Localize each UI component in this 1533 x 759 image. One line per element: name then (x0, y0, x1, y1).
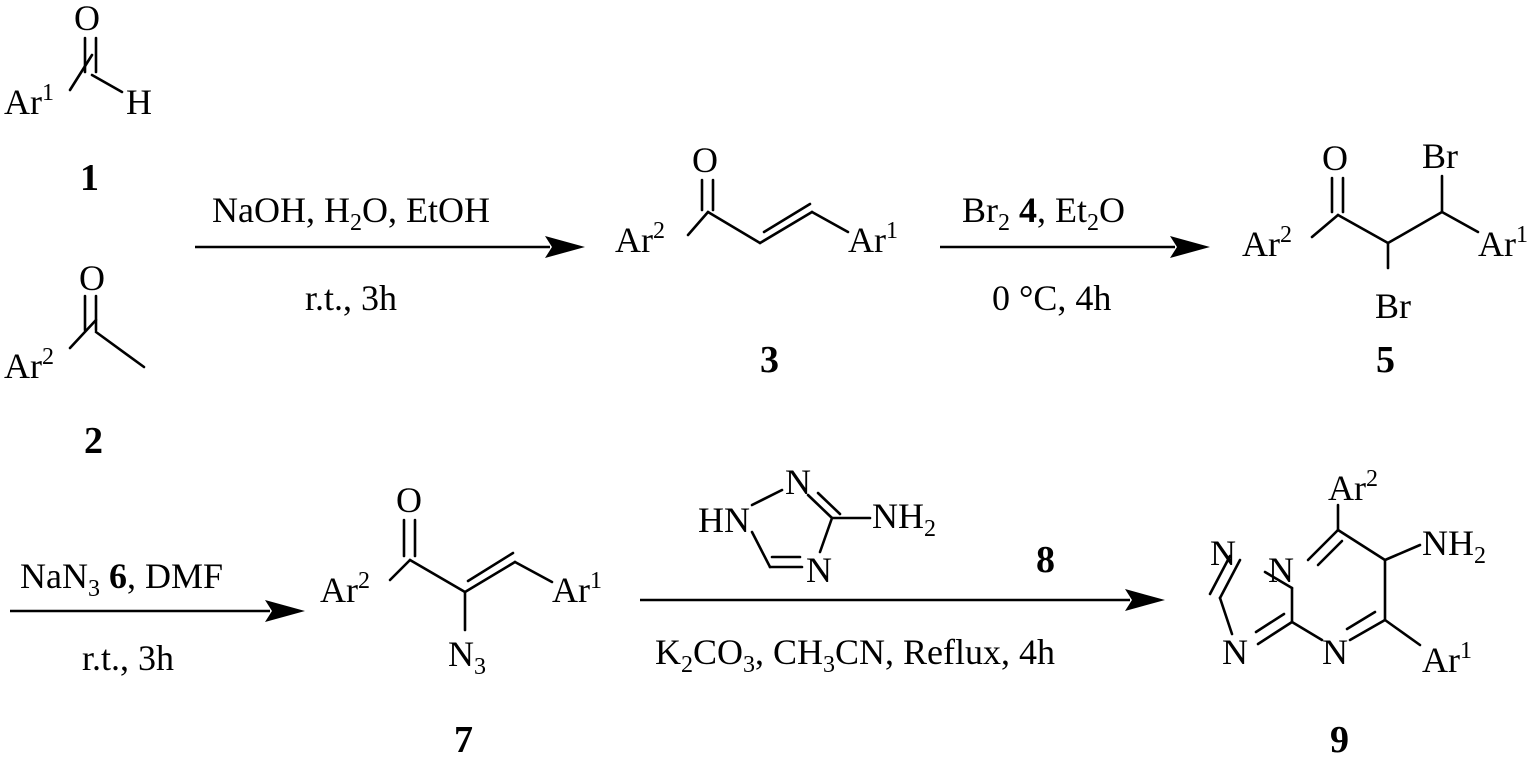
compound-7-aryl-right: Ar1 (552, 568, 602, 610)
compound-7: O Ar2 Ar1 N3 7 (320, 480, 602, 759)
reaction-2-conditions: 0 °C, 4h (992, 278, 1111, 318)
compound-8-number: 8 (1036, 539, 1055, 581)
compound-5-number: 5 (1376, 339, 1395, 381)
compound-7-oxygen: O (396, 480, 422, 520)
compound-2: O Ar2 2 (4, 258, 146, 462)
reaction-2-reagents: Br2 4, Et2O (962, 190, 1125, 236)
compound-9-aryl-right: Ar1 (1422, 638, 1472, 680)
compound-3: O Ar2 Ar1 3 (615, 140, 898, 381)
compound-3-aryl-left: Ar2 (615, 218, 665, 260)
compound-3-number: 3 (760, 339, 779, 381)
reaction-1-conditions: r.t., 3h (305, 278, 397, 318)
compound-8-nitrogen-bottom: N (806, 550, 832, 590)
compound-5-bromine-bottom: Br (1375, 286, 1411, 326)
compound-8-nitrogen-top: N (785, 462, 811, 502)
compound-8-amino: NH2 (872, 496, 936, 542)
reaction-4-conditions: K2CO3, CH3CN, Reflux, 4h (655, 632, 1055, 678)
compound-2-aryl-label: Ar2 (4, 344, 54, 386)
reaction-1-reagents: NaOH, H2O, EtOH (212, 190, 490, 236)
compound-5-aryl-left: Ar2 (1242, 222, 1292, 264)
compound-2-number: 2 (84, 420, 103, 462)
compound-9-amino: NH2 (1422, 523, 1486, 569)
compound-1-aryl-label: Ar1 (4, 80, 54, 122)
compound-5-bromine-top: Br (1422, 136, 1458, 176)
reaction-arrow-1: NaOH, H2O, EtOH r.t., 3h (195, 190, 585, 318)
reaction-arrow-4: K2CO3, CH3CN, Reflux, 4h (640, 589, 1165, 678)
compound-7-aryl-left: Ar2 (320, 568, 370, 610)
reaction-3-conditions: r.t., 3h (82, 638, 174, 678)
compound-1-number: 1 (80, 157, 99, 199)
compound-7-azide: N3 (448, 634, 486, 680)
compound-7-number: 7 (454, 719, 473, 759)
compound-8-nh: HN (698, 500, 750, 540)
compound-9-number: 9 (1330, 719, 1349, 759)
reaction-3-reagents: NaN3 6, DMF (20, 556, 223, 602)
reaction-arrow-3: NaN3 6, DMF r.t., 3h (10, 556, 305, 678)
compound-1-hydrogen: H (126, 82, 152, 122)
compound-8: N HN N NH2 8 (698, 462, 1055, 590)
compound-5-aryl-right: Ar1 (1478, 222, 1528, 264)
compound-9-nitrogen-bottom: N (1322, 632, 1348, 672)
reaction-arrow-2: Br2 4, Et2O 0 °C, 4h (940, 190, 1210, 318)
compound-5-oxygen: O (1322, 138, 1348, 178)
compound-3-aryl-right: Ar1 (848, 218, 898, 260)
compound-2-oxygen: O (79, 258, 105, 298)
compound-3-oxygen: O (692, 140, 718, 180)
compound-1-oxygen: O (74, 0, 100, 38)
compound-9-nitrogen-bridge: N (1268, 550, 1294, 590)
compound-9-nitrogen-n1: N (1210, 533, 1236, 573)
compound-1: O Ar1 H 1 (4, 0, 152, 199)
compound-9-nitrogen-left: N (1222, 632, 1248, 672)
compound-9-aryl-top: Ar2 (1328, 466, 1378, 508)
compound-9: Ar2 NH2 N N N N Ar1 9 (1208, 466, 1486, 759)
compound-5: O Br Br Ar2 Ar1 5 (1242, 136, 1528, 381)
